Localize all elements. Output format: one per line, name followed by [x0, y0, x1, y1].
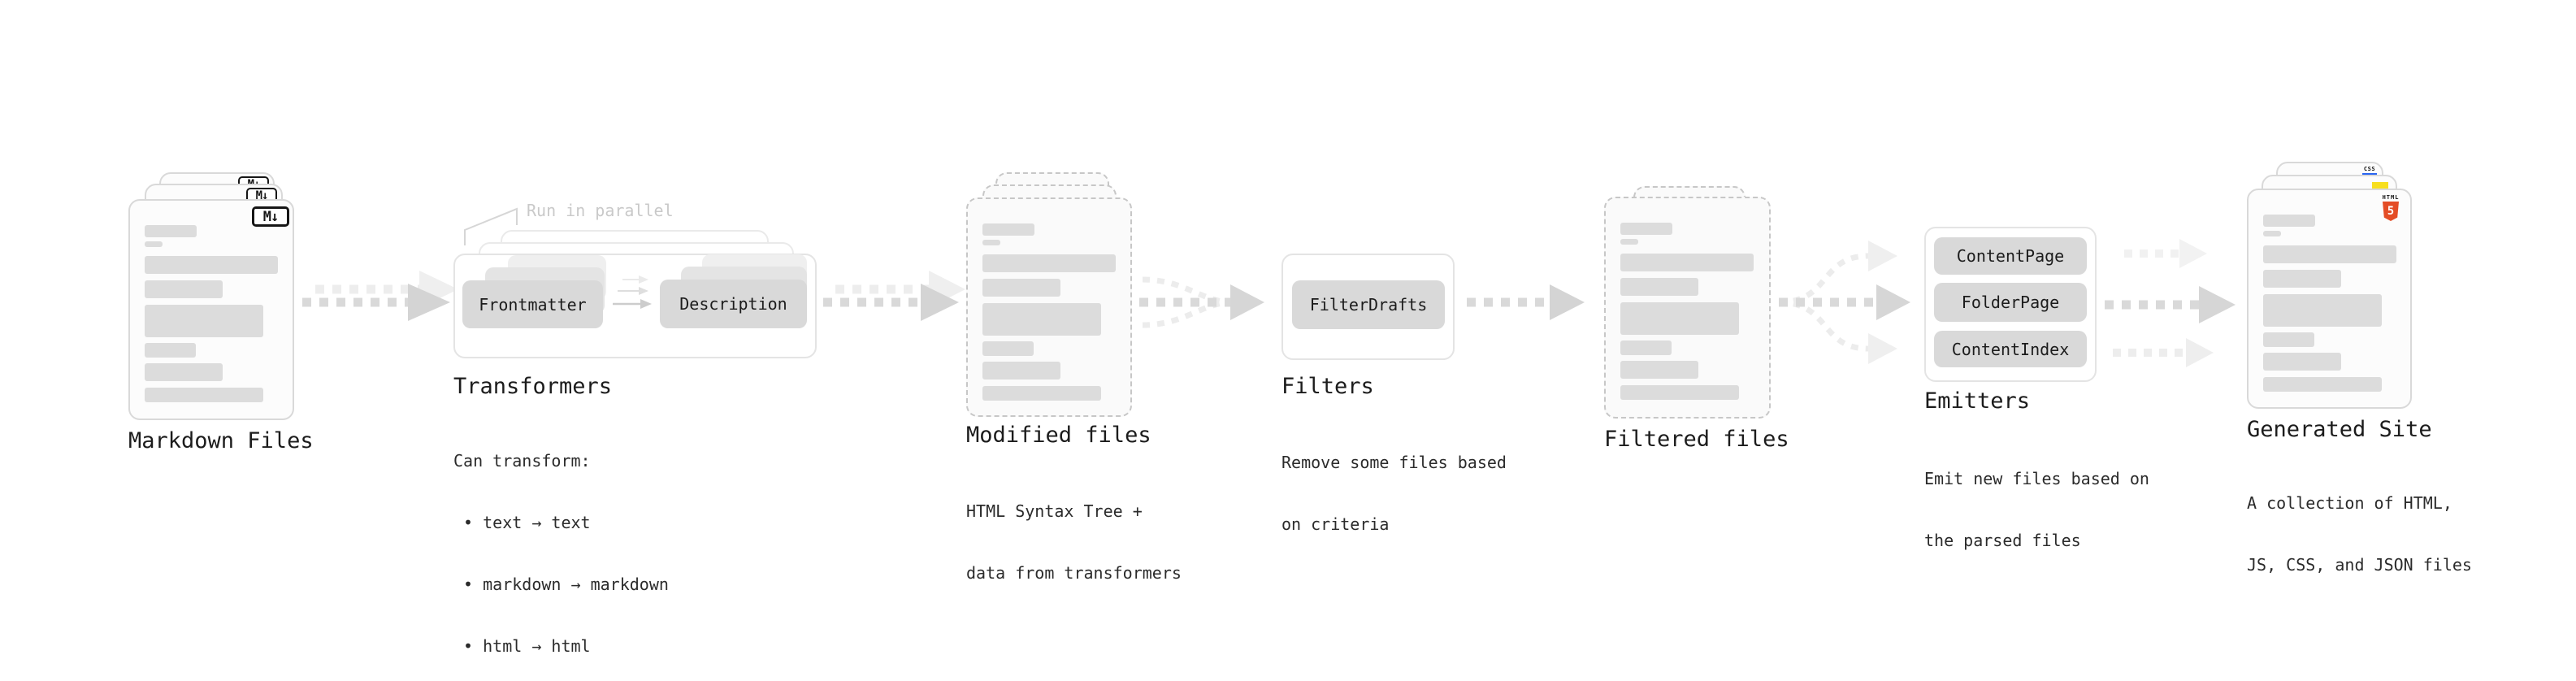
text-line-placeholder [145, 225, 197, 237]
html5-icon-shield: 5 [2383, 202, 2399, 221]
text-line-placeholder [982, 240, 1000, 245]
description-line: A collection of HTML, [2247, 492, 2472, 514]
html5-icon-label: HTML [2382, 194, 2400, 201]
text-line-placeholder [1620, 340, 1672, 355]
text-line-placeholder [1620, 302, 1739, 335]
text-line-placeholder [145, 280, 223, 298]
pill-chain-arrows [608, 271, 658, 313]
flow-arrow-filters-to-filtered [1459, 276, 1593, 329]
stage-description: Remove some files based on criteria [1281, 412, 1507, 575]
text-line-placeholder [145, 256, 278, 274]
text-line-placeholder [1620, 223, 1672, 235]
pill-description: Description [660, 280, 807, 328]
file-card: M↓ [128, 199, 294, 420]
file-card: HTML 5 [2247, 189, 2412, 409]
text-line-placeholder [2263, 231, 2281, 236]
stage-description: A collection of HTML, JS, CSS, and JSON … [2247, 453, 2472, 615]
text-line-placeholder [145, 241, 163, 247]
text-line-placeholder [982, 303, 1101, 336]
description-line: HTML Syntax Tree + [966, 500, 1182, 523]
text-line-placeholder [1620, 278, 1698, 296]
text-line-placeholder [982, 223, 1034, 236]
stage-title: Filters [1281, 374, 1374, 400]
text-line-placeholder [982, 279, 1060, 297]
stage-description: Emit new files based on the parsed files [1924, 428, 2149, 591]
stage-description: HTML Syntax Tree + data from transformer… [966, 461, 1182, 623]
text-line-placeholder [982, 362, 1060, 380]
flow-arrow-transformers-to-modified [819, 264, 969, 341]
stage-title: Transformers [453, 374, 612, 400]
text-line-placeholder [2263, 332, 2314, 347]
flow-arrows-emitters-to-site [2101, 234, 2248, 372]
text-line-placeholder [145, 363, 223, 381]
pill-filterdrafts: FilterDrafts [1292, 280, 1445, 329]
text-line-placeholder [1620, 239, 1638, 245]
description-line: • html → html [453, 635, 669, 657]
annotation-run-in-parallel: Run in parallel [527, 201, 674, 220]
text-line-placeholder [145, 343, 196, 358]
annotation-leader-line [459, 202, 536, 250]
stage-title: Markdown Files [128, 428, 314, 454]
html5-icon: HTML 5 [2382, 194, 2400, 221]
description-line: Can transform: [453, 449, 669, 472]
stage-title: Modified files [966, 423, 1151, 449]
text-line-placeholder [2263, 353, 2341, 371]
description-line: the parsed files [1924, 529, 2149, 552]
description-line: JS, CSS, and JSON files [2247, 553, 2472, 576]
text-line-placeholder [1620, 361, 1698, 379]
text-line-placeholder [2263, 377, 2382, 392]
file-card [1604, 197, 1771, 419]
description-line: • text → text [453, 511, 669, 534]
text-line-placeholder [2263, 270, 2341, 288]
css-icon-label: CSS [2361, 166, 2379, 172]
description-line: on criteria [1281, 513, 1507, 536]
stage-title: Emitters [1924, 388, 2030, 414]
text-line-placeholder [2263, 294, 2382, 327]
text-line-placeholder [1620, 385, 1739, 400]
flow-arrow-markdown-to-transformers [297, 264, 462, 341]
pill-contentpage: ContentPage [1934, 237, 2087, 275]
markdown-icon: M↓ [252, 206, 289, 227]
text-line-placeholder [2263, 245, 2396, 263]
text-line-placeholder [982, 386, 1101, 401]
text-line-placeholder [145, 305, 263, 337]
stage-title: Filtered files [1604, 427, 1789, 453]
text-line-placeholder [982, 341, 1034, 356]
flow-arrow-merge-to-filters [1134, 258, 1277, 349]
pill-folderpage: FolderPage [1934, 283, 2087, 322]
text-line-placeholder [1620, 254, 1754, 271]
pill-contentindex: ContentIndex [1934, 331, 2087, 367]
text-line-placeholder [145, 388, 263, 402]
description-line: data from transformers [966, 562, 1182, 584]
pill-frontmatter: Frontmatter [462, 280, 603, 328]
text-line-placeholder [2263, 215, 2315, 227]
file-card [966, 197, 1132, 417]
description-line: • markdown → markdown [453, 573, 669, 596]
text-line-placeholder [982, 254, 1116, 272]
flow-arrow-fanout-to-emitters [1774, 234, 1920, 372]
stage-description: Can transform: • text → text • markdown … [453, 410, 669, 681]
description-line: Remove some files based [1281, 451, 1507, 474]
description-line: Emit new files based on [1924, 467, 2149, 490]
stage-title: Generated Site [2247, 417, 2432, 443]
